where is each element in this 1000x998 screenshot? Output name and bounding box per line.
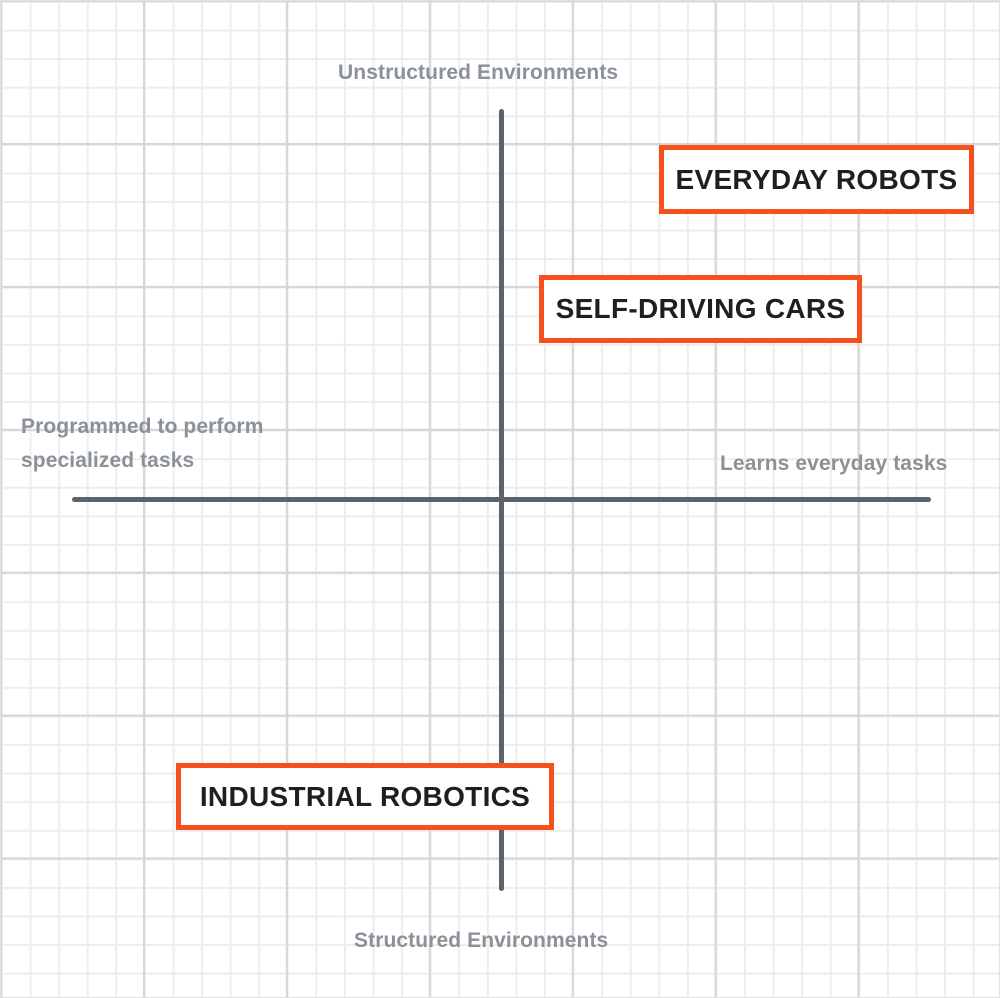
callout-industrial-robotics-label: INDUSTRIAL ROBOTICS [199, 780, 531, 812]
axis-label-top: Unstructured Environments [338, 61, 619, 84]
axis-label-left: Programmed to perform specialized tasks [21, 415, 264, 472]
callout-everyday-robots: EVERYDAY ROBOTS [659, 145, 974, 214]
axis-label-right: Learns everyday tasks [720, 452, 948, 475]
callout-industrial-robotics: INDUSTRIAL ROBOTICS [176, 763, 554, 830]
callout-self-driving-cars: SELF-DRIVING CARS [539, 275, 862, 343]
callout-self-driving-cars-label: SELF-DRIVING CARS [555, 293, 846, 324]
horizontal-axis-line [72, 497, 931, 502]
callout-everyday-robots-label: EVERYDAY ROBOTS [675, 163, 958, 195]
axis-label-bottom: Structured Environments [354, 929, 609, 952]
